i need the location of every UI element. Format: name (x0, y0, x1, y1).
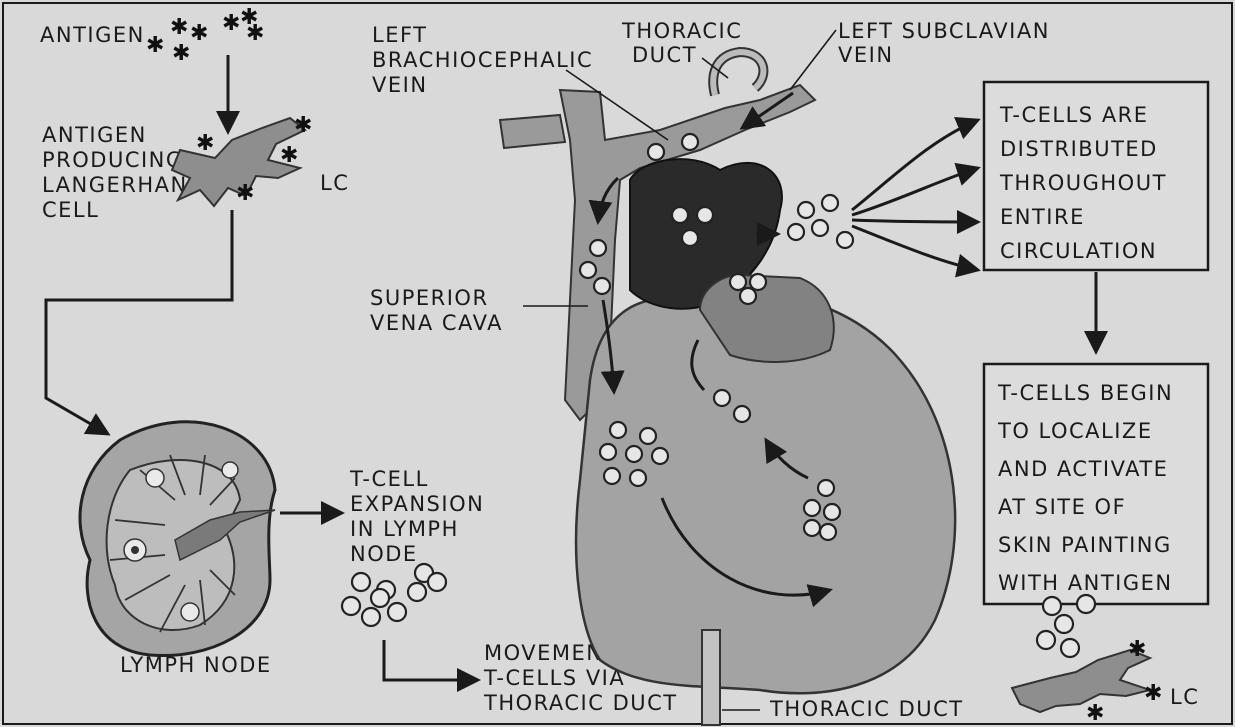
arrow-to-movement (384, 640, 478, 680)
arrow-lc-to-lymph (46, 210, 232, 434)
svg-text:✱: ✱ (190, 21, 208, 46)
svg-text:✱: ✱ (170, 15, 188, 40)
svg-text:✱: ✱ (1144, 681, 1162, 706)
label-left-brachio-3: VEIN (372, 73, 428, 97)
box-localize-line-6: WITH ANTIGEN (998, 571, 1173, 595)
label-antigen-producing-4: CELL (42, 198, 99, 222)
label-tcell-exp-4: NODE (350, 542, 418, 566)
label-tcell-exp-1: T-CELL (349, 467, 429, 491)
svg-text:✱: ✱ (172, 41, 190, 66)
box-distributed-line-5: CIRCULATION (1000, 239, 1157, 263)
label-antigen: ANTIGEN (40, 23, 145, 47)
label-lc-bottom: LC (1170, 685, 1199, 709)
label-lc-top: LC (320, 171, 349, 195)
label-thoracic-duct-bottom: THORACIC DUCT (769, 697, 964, 721)
svg-text:✱: ✱ (1128, 637, 1146, 662)
label-left-brachio-1: LEFT (372, 23, 428, 47)
svg-text:✱: ✱ (246, 21, 264, 46)
label-left-subclavian-1: LEFT SUBCLAVIAN (838, 19, 1050, 43)
lymph-node (80, 422, 275, 656)
box-localize-line-1: T-CELLS BEGIN (997, 381, 1173, 405)
label-superior-1: SUPERIOR (370, 286, 489, 310)
box-localize-line-2: TO LOCALIZE (997, 419, 1153, 443)
label-left-brachio-2: BRACHIOCEPHALIC (372, 48, 593, 72)
label-antigen-producing-3: LANGERHAN (42, 173, 188, 197)
label-thoracic-duct-top-2: DUCT (632, 43, 697, 67)
box-localize-line-3: AND ACTIVATE (998, 457, 1168, 481)
pointer-subclavian (790, 30, 836, 90)
svg-text:✱: ✱ (196, 131, 214, 156)
label-thoracic-duct-top-1: THORACIC (621, 19, 742, 43)
label-antigen-producing-2: PRODUCING (42, 148, 184, 172)
heart-illustration (500, 85, 955, 693)
arrow-fan-4 (852, 226, 978, 270)
svg-text:✱: ✱ (222, 11, 240, 36)
svg-text:✱: ✱ (236, 181, 254, 206)
arrow-fan-1 (852, 120, 978, 210)
box-distributed-line-1: T-CELLS ARE (999, 103, 1149, 127)
tcell-cluster-lymph (342, 564, 446, 626)
box-distributed-line-2: DISTRIBUTED (1000, 137, 1158, 161)
box-distributed-line-3: THROUGHOUT (999, 171, 1167, 195)
thoracic-duct-bottom (702, 630, 720, 725)
label-left-subclavian-2: VEIN (838, 43, 894, 67)
label-movement-3: THORACIC DUCT (483, 691, 678, 715)
svg-text:✱: ✱ (280, 143, 298, 168)
box-localize-line-4: AT SITE OF (998, 495, 1126, 519)
label-lymph-node: LYMPH NODE (120, 653, 272, 677)
arrow-fan-2 (852, 168, 978, 215)
label-antigen-producing-1: ANTIGEN (42, 123, 147, 147)
box-distributed-line-4: ENTIRE (1000, 205, 1085, 229)
svg-text:✱: ✱ (1086, 701, 1104, 726)
antigen-stars: ✱ ✱ ✱ ✱ ✱ ✱ ✱ (146, 5, 264, 66)
label-superior-2: VENA CAVA (370, 311, 503, 335)
label-tcell-exp-3: IN LYMPH (350, 517, 459, 541)
svg-text:✱: ✱ (146, 33, 164, 58)
arrow-fan-3 (852, 220, 978, 222)
box-localize-line-5: SKIN PAINTING (998, 533, 1172, 557)
svg-text:✱: ✱ (294, 113, 312, 138)
label-tcell-exp-2: EXPANSION (350, 492, 484, 516)
label-movement-2: T-CELLS VIA (483, 666, 625, 690)
